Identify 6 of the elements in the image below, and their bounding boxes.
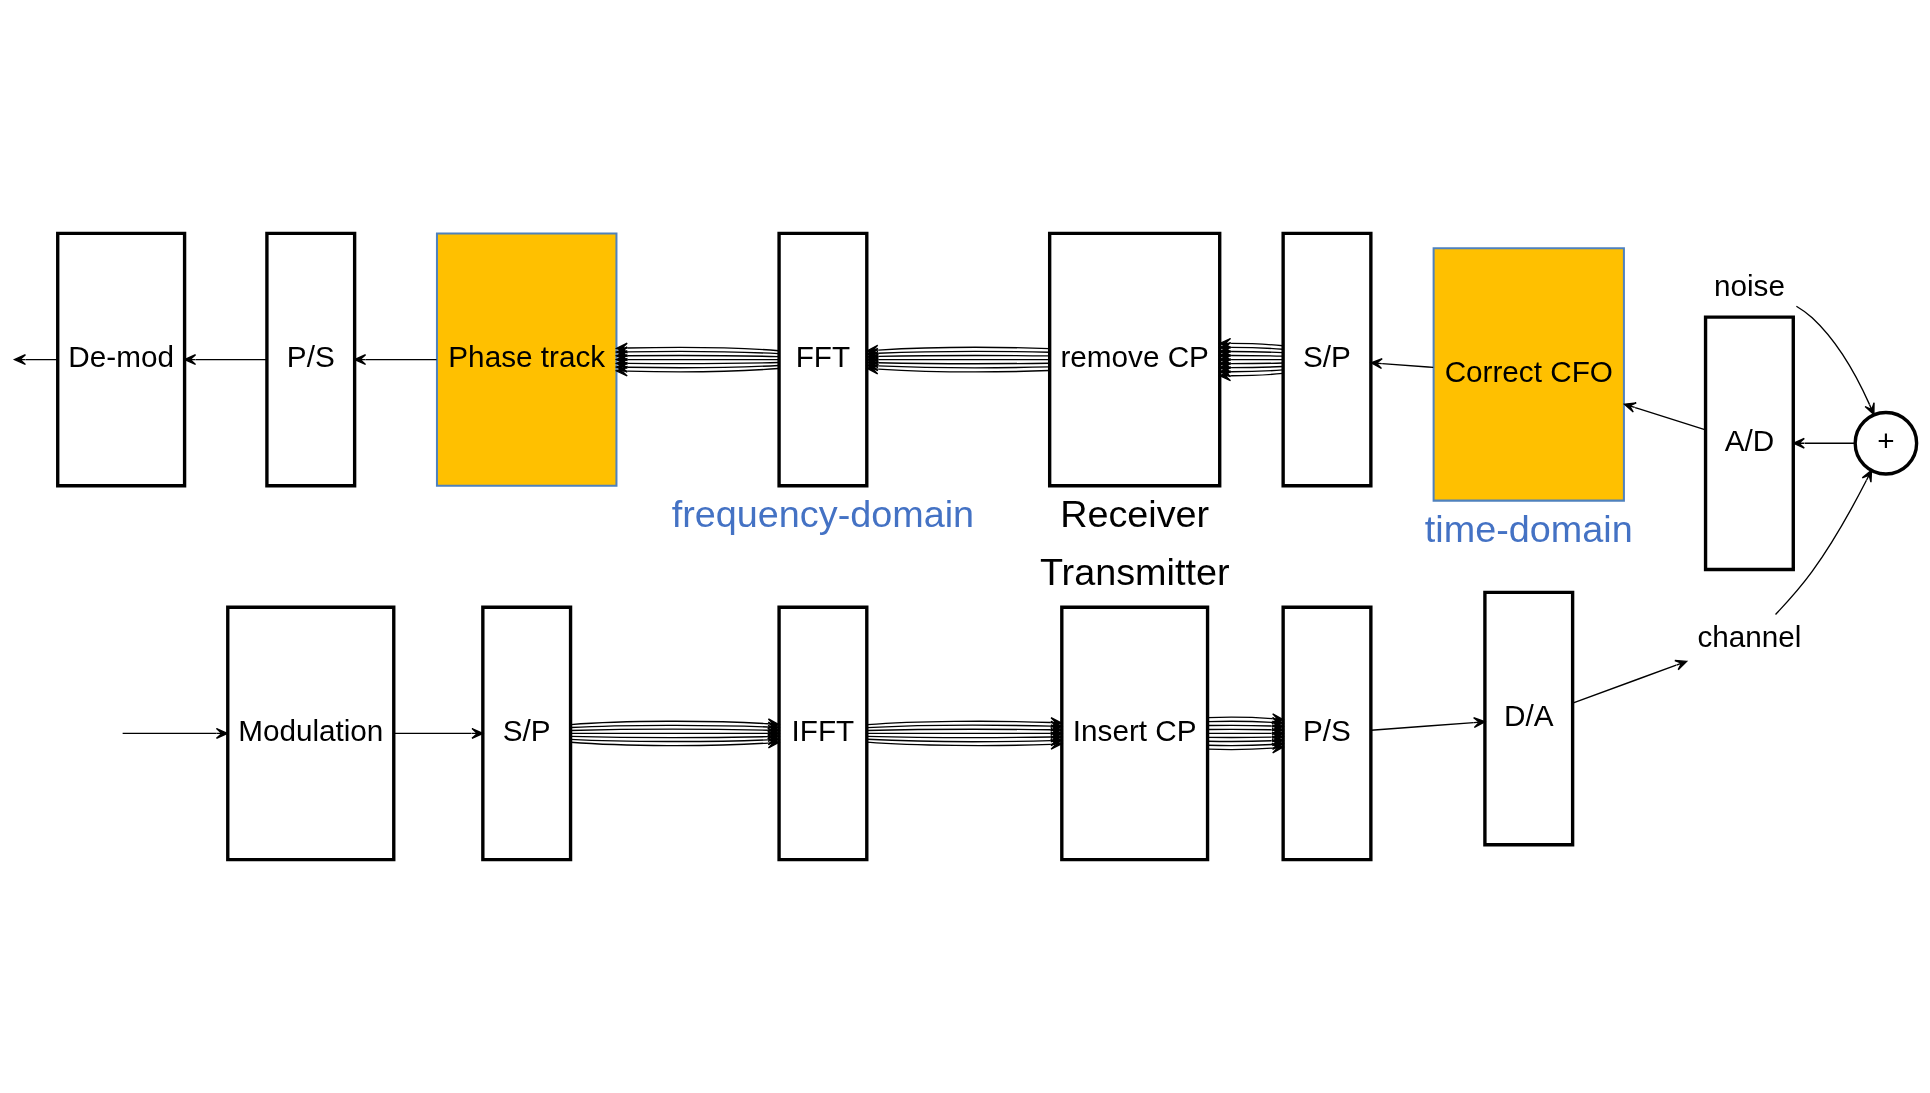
label: Transmitter xyxy=(1039,550,1230,593)
label: Receiver xyxy=(1060,492,1210,535)
node-text: channel xyxy=(1697,619,1802,653)
label: frequency-domain xyxy=(671,492,975,535)
label: time-domain xyxy=(1424,507,1633,550)
node-text: noise xyxy=(1713,268,1785,302)
